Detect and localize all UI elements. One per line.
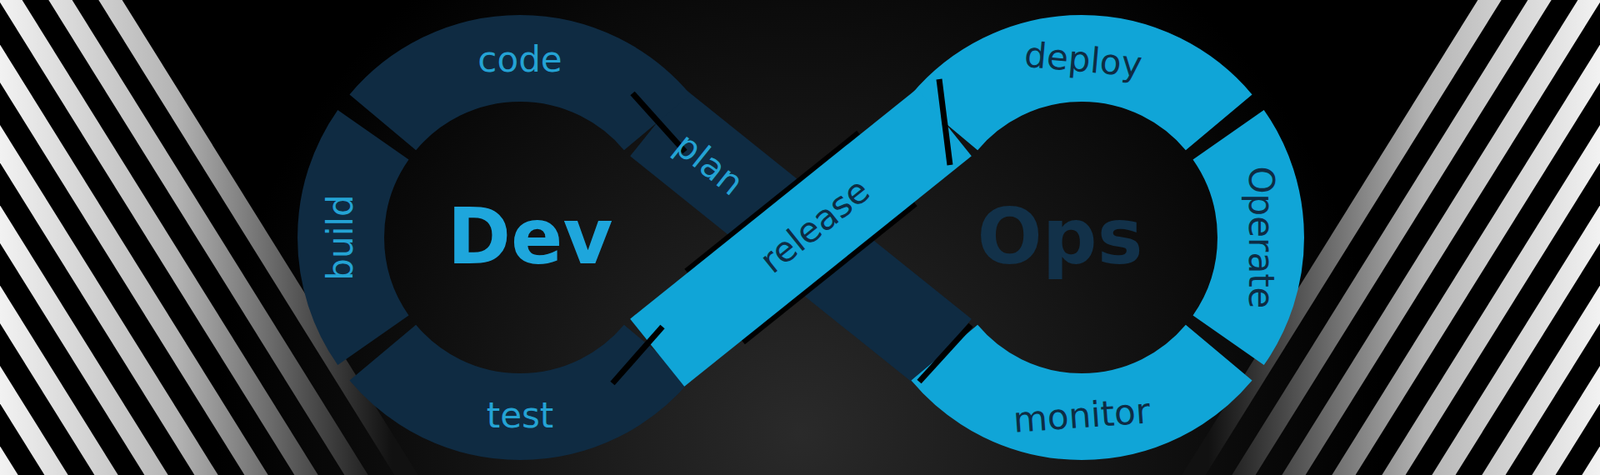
right-stripes: [1183, 0, 1600, 475]
loop-title: Dev: [447, 199, 614, 276]
stage-label: build: [323, 194, 359, 280]
release-band: [657, 122, 945, 353]
cycle-stage: build: [323, 194, 359, 280]
loop-title-text: Ops: [977, 199, 1144, 276]
stage-label: Operate: [1243, 166, 1279, 310]
stage-label: release: [754, 172, 876, 280]
cycle-stage: plan: [668, 126, 750, 201]
left-stripes: [0, 0, 417, 475]
stage-label: deploy: [1023, 37, 1145, 83]
plan-band: [657, 122, 945, 353]
loop-title-text: Dev: [447, 199, 614, 276]
stage-notches: [612, 79, 971, 384]
stage-label: code: [477, 42, 562, 78]
stage-label: plan: [668, 126, 750, 201]
cycle-stage: release: [754, 172, 876, 280]
ops-loop: [944, 58, 1261, 417]
loop-title: Ops: [977, 199, 1144, 276]
stage-label: test: [486, 398, 555, 434]
stage-label: monitor: [1012, 393, 1152, 438]
cycle-stage: code: [477, 42, 562, 78]
dev-loop: [340, 58, 945, 417]
cycle-stage: Operate: [1243, 166, 1279, 310]
cycle-stage: test: [486, 398, 555, 434]
cycle-stage: monitor: [1012, 393, 1152, 438]
cycle-stage: deploy: [1023, 37, 1145, 83]
